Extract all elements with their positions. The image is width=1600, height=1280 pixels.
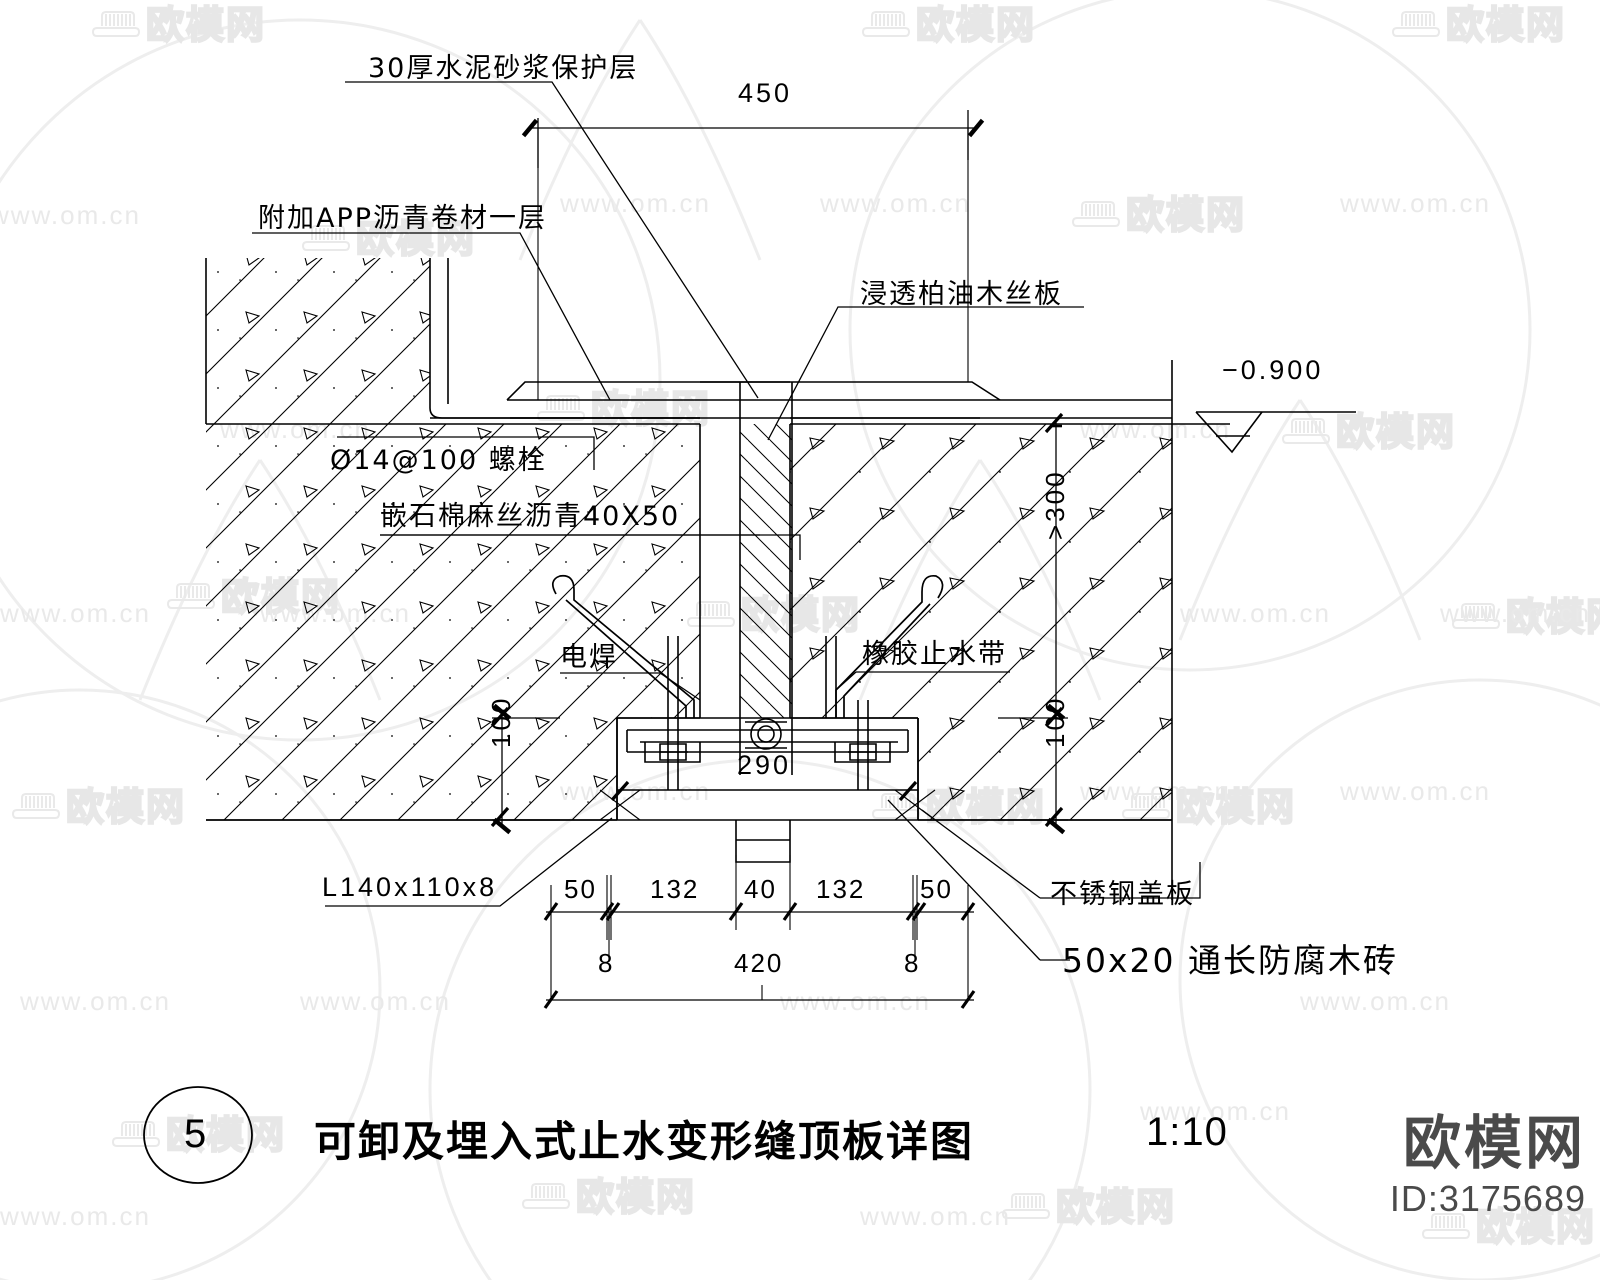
label-tar-wood-board: 浸透柏油木丝板 [860,279,1063,310]
label-weld: 电焊 [560,642,618,673]
label-wood-brick: 50x20 通长防腐木砖 [1062,941,1399,980]
label-rubber-waterstop: 橡胶止水带 [862,639,1007,670]
site-brand-watermark: 欧模网 ID:3175689 [1390,1114,1586,1220]
dim-depth-right: 100 [1040,695,1070,748]
label-asbestos-asphalt: 嵌石棉麻丝沥青40X50 [380,501,681,532]
dim-thk-8-left: 8 [598,948,615,978]
dim-top-width: 450 [738,78,793,108]
label-cement-protection: 30厚水泥砂浆保护层 [368,53,639,84]
dim-seg-50-right: 50 [920,874,953,904]
label-bolt: Ø14@100 螺栓 [330,445,547,476]
dim-seg-132-left: 132 [650,874,700,904]
dim-depth-left: 100 [486,695,516,748]
dim-seg-132-right: 132 [816,874,866,904]
asset-id-label: ID:3175689 [1389,1178,1586,1219]
label-stainless-cover: 不锈钢盖板 [1050,879,1195,910]
dim-seg-50-left: 50 [564,874,597,904]
dim-plate-width: 290 [737,750,792,780]
dim-embed-depth: >300 [1040,469,1070,540]
label-angle-steel: L140x110x8 [322,872,498,902]
brand-name: 欧模网 [1402,1109,1586,1177]
dim-seg-40: 40 [744,874,777,904]
dim-total-width: 420 [734,948,784,978]
drawing-scale: 1:10 [1146,1110,1228,1154]
dim-thk-8-right: 8 [904,948,921,978]
page-title: 可卸及埋入式止水变形缝顶板详图 [314,1117,975,1166]
detail-marker-number: 5 [184,1112,207,1156]
label-elevation: −0.900 [1222,355,1324,385]
label-app-membrane: 附加APP沥青卷材一层 [258,203,548,234]
